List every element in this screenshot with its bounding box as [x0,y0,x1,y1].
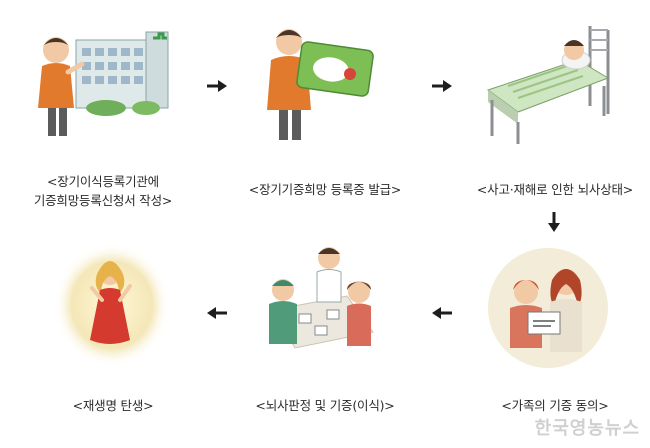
step-6-caption-line-1: <재생명 탄생> [72,398,154,413]
registration-card-icon [296,41,374,97]
arrow-icon [207,307,227,319]
step-2-illustration-registration-card [267,29,374,140]
step-5-caption: <뇌사판정 및 기증(이식)> [240,396,410,415]
step-3-illustration-hospital-bed [486,26,610,144]
hospital-icon [75,31,169,116]
arrow-icon [207,80,227,92]
consent-document-icon [527,311,561,335]
step-6-illustration-new-life [54,243,170,367]
step-4-caption-line-1: <가족의 기증 동의> [501,398,609,413]
step-5-illustration-brain-death-judgment [269,247,374,349]
step-4-illustration-family-consent [488,248,608,368]
step-1-caption-line-1: <장기이식등록기관에 [47,174,159,189]
doctor-icon [316,247,342,303]
girl-icon [90,261,132,344]
arrow-icon [432,307,452,319]
doctor-icon [269,279,297,344]
arrow-icon [432,80,452,92]
step-1-caption: <장기이식등록기관에 기증희망등록신청서 작성> [18,172,188,210]
step-2-caption: <장기기증희망 등록증 발급> [240,180,410,199]
person-icon [38,37,85,136]
step-3-caption: <사고·재해로 인한 뇌사상태> [470,180,640,199]
family-icon [510,269,582,352]
step-2-caption-line-1: <장기기증희망 등록증 발급> [248,182,402,197]
step-4-caption: <가족의 기증 동의> [470,396,640,415]
step-6-caption: <재생명 탄생> [28,396,198,415]
step-5-caption-line-1: <뇌사판정 및 기증(이식)> [255,398,395,413]
watermark-logo: 한국영농뉴스 [534,418,640,439]
family-member-icon [347,281,371,346]
arrow-icon [548,212,560,232]
patient-icon [561,40,591,70]
step-1-caption-line-2: 기증희망등록신청서 작성> [33,193,173,208]
step-3-caption-line-1: <사고·재해로 인한 뇌사상태> [476,182,634,197]
hospital-bed-icon [486,26,610,144]
step-1-illustration-hospital [38,31,169,136]
